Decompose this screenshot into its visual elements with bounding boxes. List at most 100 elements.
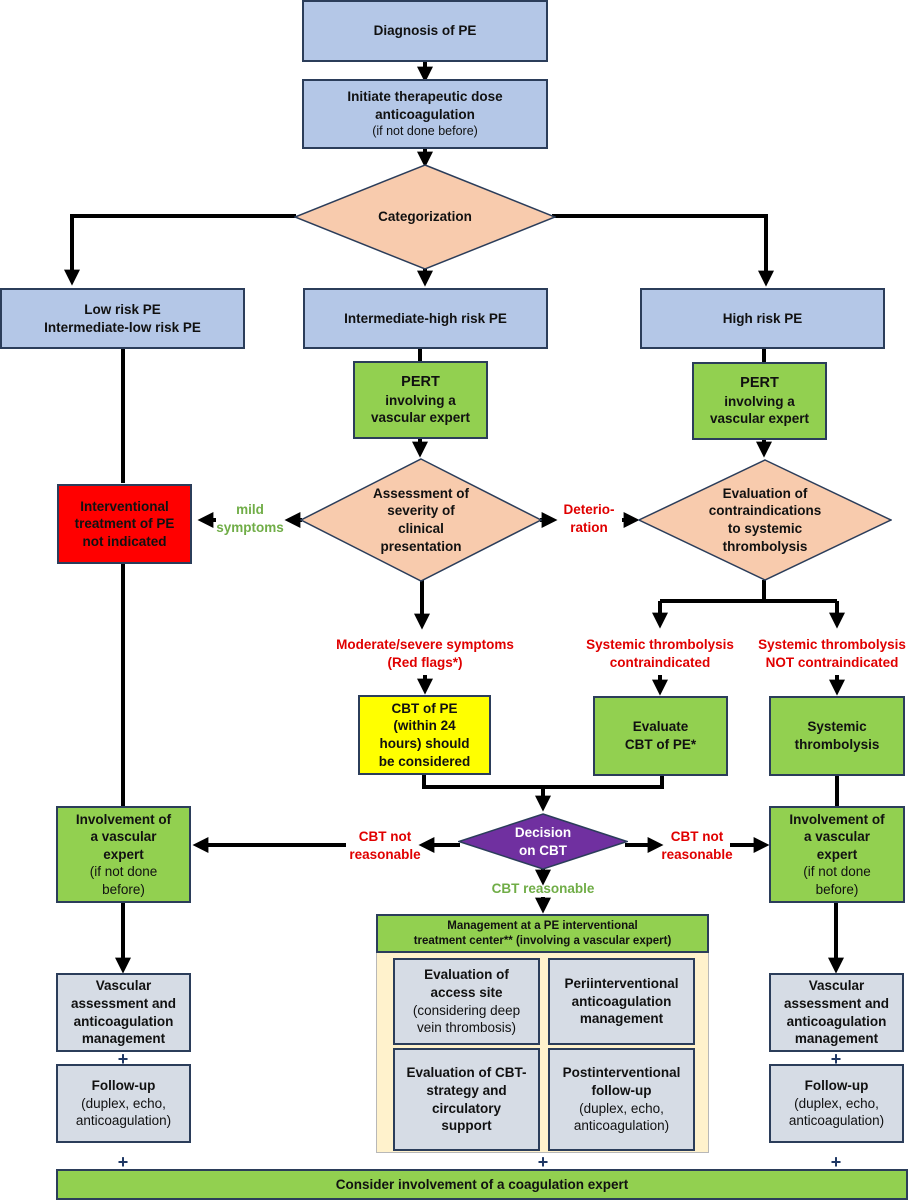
pert-right-line1: PERT (740, 375, 779, 392)
decision-diamond: Decision on CBT (458, 813, 628, 870)
peri-line1: Periinterventional (564, 976, 679, 992)
strategy-line3: circulatory (431, 1100, 502, 1116)
contra-line2: contraindicated (609, 654, 711, 670)
assessment-line3: clinical (398, 521, 444, 536)
low-risk-line1: Low risk PE (84, 301, 161, 317)
cbt-not-reasonable-left-label: CBT not reasonable (342, 828, 428, 863)
evaluate-cbt-line1: Evaluate (632, 719, 689, 735)
evaluation-line3: to systemic (727, 521, 803, 536)
center-header: Management at a PE interventional treatm… (376, 914, 709, 953)
evaluation-line2: contraindications (708, 503, 822, 519)
post-note2: anticoagulation) (573, 1118, 670, 1134)
post-line1: Postinterventional (562, 1065, 681, 1081)
contra-line1: Systemic thrombolysis (586, 637, 734, 652)
access-line1: Evaluation of (424, 967, 509, 983)
vascmgmt-left-line3: anticoagulation (73, 1013, 174, 1029)
not-contra-line1: Systemic thrombolysis (758, 637, 906, 652)
deterioration-label: Deterio- ration (554, 501, 624, 536)
vascular-expert-box-right: Involvement of a vascular expert (if not… (769, 806, 905, 903)
pert-mid-line1: PERT (401, 374, 440, 391)
plus-icon: + (117, 1152, 129, 1172)
int-high-label: Intermediate-high risk PE (344, 310, 507, 326)
cbt-consider-box: CBT of PE (within 24 hours) should be co… (358, 695, 491, 775)
line-evaluation-split (660, 580, 766, 603)
arrow-categorization-to-high-risk (552, 214, 774, 287)
systemic-thrombolysis-box: Systemic thrombolysis (769, 696, 905, 776)
access-line2: access site (430, 984, 503, 1000)
strategy-line4: support (441, 1118, 492, 1134)
vasc-right-note1: (if not done (803, 864, 871, 880)
not-indicated-line3: not indicated (82, 533, 167, 549)
pert-box-middle: PERT involving a vascular expert (353, 361, 488, 439)
post-note1: (duplex, echo, (579, 1100, 664, 1116)
vascmgmt-right-line4: management (794, 1031, 879, 1047)
followup-left-note1: (duplex, echo, (81, 1095, 166, 1111)
high-risk-label: High risk PE (722, 310, 803, 326)
moderate-line2: (Red flags*) (387, 654, 463, 670)
periinterventional-box: Periinterventional anticoagulation manag… (548, 958, 695, 1045)
peri-line3: management (579, 1011, 664, 1027)
categorization-label: Categorization (378, 209, 472, 225)
evaluate-cbt-line2: CBT of PE* (624, 737, 697, 752)
access-note1: (considering deep (412, 1002, 521, 1018)
vascular-expert-box-left: Involvement of a vascular expert (if not… (56, 806, 191, 903)
cbt-not-right-line2: reasonable (661, 846, 733, 862)
vascmgmt-left-line4: management (81, 1031, 166, 1047)
not-contraindicated-label: Systemic thrombolysis NOT contraindicate… (752, 636, 908, 671)
assessment-line1: Assessment of (372, 485, 470, 501)
decision-line2: on CBT (519, 842, 567, 858)
anticoag-line1: Initiate therapeutic dose (347, 89, 503, 105)
low-risk-box: Low risk PE Intermediate-low risk PE (0, 288, 245, 349)
center-header-line1: Management at a PE interventional (447, 920, 638, 933)
categorization-diamond: Categorization (294, 164, 556, 270)
arrow-categorization-to-low-risk (64, 214, 296, 286)
moderate-symptoms-label: Moderate/severe symptoms (Red flags*) (310, 636, 540, 671)
evaluation-line4: thrombolysis (722, 538, 808, 554)
moderate-line1: Moderate/severe symptoms (336, 637, 514, 652)
vasc-right-line1: Involvement of (789, 811, 885, 827)
vasc-right-note2: before) (815, 881, 859, 897)
cbt-consider-line1: CBT of PE (391, 700, 458, 716)
strategy-line1: Evaluation of CBT- (406, 1065, 527, 1081)
plus-icon: + (830, 1049, 842, 1069)
evaluation-diamond: Evaluation of contraindications to syste… (638, 459, 892, 581)
cbt-consider-line4: be considered (378, 753, 471, 769)
intermediate-high-risk-box: Intermediate-high risk PE (303, 288, 548, 349)
followup-left-title: Follow-up (91, 1078, 156, 1094)
plus-icon: + (537, 1152, 549, 1172)
vascmgmt-right-line1: Vascular (808, 978, 865, 994)
cbt-reasonable-text: CBT reasonable (491, 881, 595, 896)
cbt-consider-line2: (within 24 (393, 718, 456, 734)
pert-right-line2: involving a (724, 393, 795, 409)
cbt-not-left-line2: reasonable (349, 846, 421, 862)
vasc-right-line2: a vascular (803, 829, 871, 845)
cbt-not-left-line1: CBT not (358, 829, 412, 844)
not-indicated-box: Interventional treatment of PE not indic… (57, 484, 192, 564)
cbt-strategy-box: Evaluation of CBT- strategy and circulat… (393, 1048, 540, 1151)
access-note2: vein thrombosis) (416, 1020, 517, 1036)
not-indicated-line1: Interventional (80, 498, 169, 514)
cbt-not-right-line1: CBT not (670, 829, 724, 844)
cbt-not-reasonable-right-label: CBT not reasonable (654, 828, 740, 863)
high-risk-box: High risk PE (640, 288, 885, 349)
pert-right-line3: vascular expert (709, 411, 810, 427)
postinterventional-box: Postinterventional follow-up (duplex, ec… (548, 1048, 695, 1151)
assessment-line4: presentation (380, 538, 462, 554)
diagnosis-title: Diagnosis of PE (373, 23, 477, 39)
assessment-line2: severity of (387, 503, 455, 519)
vascmgmt-right-line2: assessment and (783, 995, 890, 1011)
assessment-diamond: Assessment of severity of clinical prese… (300, 458, 542, 582)
evaluation-line1: Evaluation of (722, 485, 808, 501)
not-contra-line2: NOT contraindicated (765, 654, 899, 670)
followup-left-note2: anticoagulation) (75, 1113, 172, 1129)
pert-mid-line2: involving a (385, 392, 456, 408)
followup-right-title: Follow-up (804, 1078, 869, 1094)
follow-up-box-left: Follow-up (duplex, echo, anticoagulation… (56, 1064, 191, 1143)
mild-line1: mild (236, 502, 264, 517)
cbt-reasonable-label: CBT reasonable (470, 880, 616, 898)
systemic-line1: Systemic (807, 719, 867, 735)
vascmgmt-left-line2: assessment and (70, 995, 177, 1011)
pert-box-right: PERT involving a vascular expert (692, 362, 827, 440)
vasc-right-line3: expert (816, 846, 858, 862)
